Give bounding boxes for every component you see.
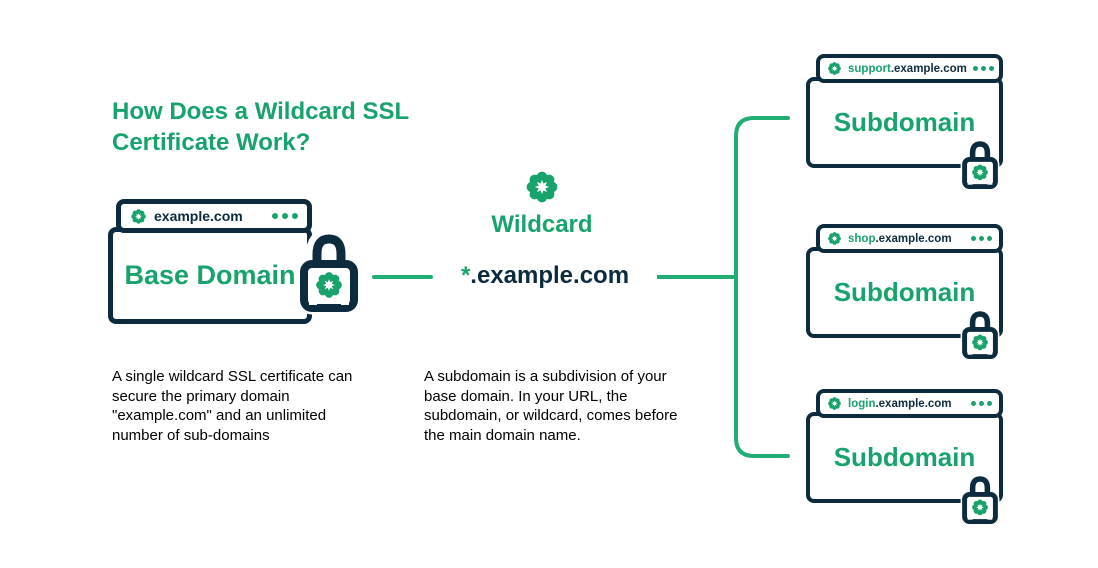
subdomain-url-text: login.example.com [848, 398, 952, 410]
ssl-badge-icon [827, 61, 842, 76]
subdomain-window-shop: shop.example.com Subdomain [806, 224, 1003, 361]
subdomain-suffix: .example.com [890, 62, 967, 75]
subdomain-label: Subdomain [833, 277, 976, 307]
asterisk-glyph: * [460, 262, 471, 289]
menu-dots-icon [972, 66, 994, 71]
subdomain-label: Subdomain [833, 107, 976, 137]
base-domain-window: example.com Base Domain [108, 199, 361, 324]
padlock-icon [960, 136, 1000, 191]
subdomain-url-text: shop.example.com [848, 233, 952, 245]
subdomain-address-bar: shop.example.com [816, 224, 1003, 253]
wildcard-domain-suffix: .example.com [470, 262, 630, 289]
base-domain-description: A single wildcard SSL certificate can se… [112, 368, 353, 444]
base-url-text: example.com [154, 208, 243, 224]
subdomain-prefix: login [848, 397, 876, 410]
ssl-badge-icon [130, 208, 147, 225]
base-domain-label: Base Domain [124, 260, 296, 290]
subdomain-window-login: login.example.com Subdomain [806, 389, 1003, 526]
menu-dots-icon [272, 213, 298, 219]
menu-dots-icon [971, 236, 992, 241]
subdomain-url-text: support.example.com [848, 63, 967, 75]
subdomain-address-bar: support.example.com [816, 54, 1003, 83]
subdomain-bracket-line [734, 116, 790, 458]
subdomain-address-bar: login.example.com [816, 389, 1003, 418]
subdomain-suffix: .example.com [875, 397, 952, 410]
subdomain-suffix: .example.com [875, 232, 952, 245]
padlock-icon [297, 226, 361, 315]
subdomain-description: A subdomain is a subdivision of your bas… [424, 368, 678, 444]
padlock-icon [960, 471, 1000, 526]
menu-dots-icon [971, 401, 992, 406]
wildcard-domain-text: *.example.com [433, 262, 657, 290]
subdomain-window-support: support.example.com Subdomain [806, 54, 1003, 191]
ssl-badge-icon [827, 231, 842, 246]
subdomain-prefix: shop [848, 232, 876, 245]
subdomain-prefix: support [848, 62, 891, 75]
ssl-badge-icon [827, 396, 842, 411]
base-address-bar: example.com [116, 199, 312, 233]
page-title: How Does a Wildcard SSL Certificate Work… [112, 98, 409, 156]
padlock-icon [960, 306, 1000, 361]
wildcard-badge-icon [524, 169, 560, 205]
subdomain-label: Subdomain [833, 442, 976, 472]
wildcard-label: Wildcard [491, 211, 593, 238]
base-window-body: Base Domain [108, 227, 312, 324]
